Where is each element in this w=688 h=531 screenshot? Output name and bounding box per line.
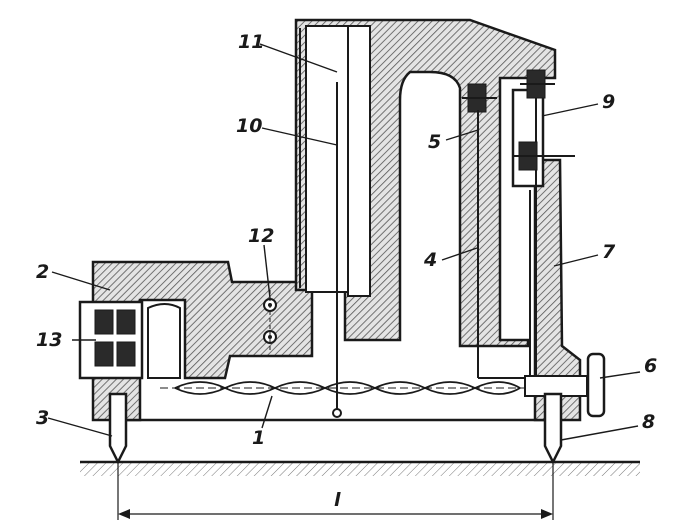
label-7: 7 [602, 241, 616, 263]
twisted-cable-1 [160, 381, 540, 395]
shaft-4 [477, 110, 528, 379]
block-13 [78, 300, 144, 380]
ground-surface [80, 460, 640, 476]
feet [108, 392, 563, 465]
label-13: 13 [36, 329, 62, 351]
column-7 [511, 70, 582, 422]
leader-lines [47, 43, 641, 441]
label-12: 12 [248, 225, 274, 247]
label-10: 10 [236, 115, 262, 137]
label-11: 11 [238, 31, 264, 53]
label-3: 3 [36, 407, 49, 429]
pins-12 [263, 290, 277, 350]
left-housing [91, 260, 314, 422]
label-4: 4 [423, 249, 437, 271]
label-9: 9 [602, 91, 615, 113]
label-5: 5 [428, 131, 441, 153]
label-6: 6 [644, 355, 657, 377]
label-1: 1 [252, 427, 265, 449]
label-8: 8 [642, 411, 655, 433]
knob-6 [524, 352, 606, 418]
main-frame [294, 18, 557, 418]
length-label: l [334, 489, 341, 511]
dimension-l [117, 462, 554, 520]
label-2: 2 [36, 261, 49, 283]
